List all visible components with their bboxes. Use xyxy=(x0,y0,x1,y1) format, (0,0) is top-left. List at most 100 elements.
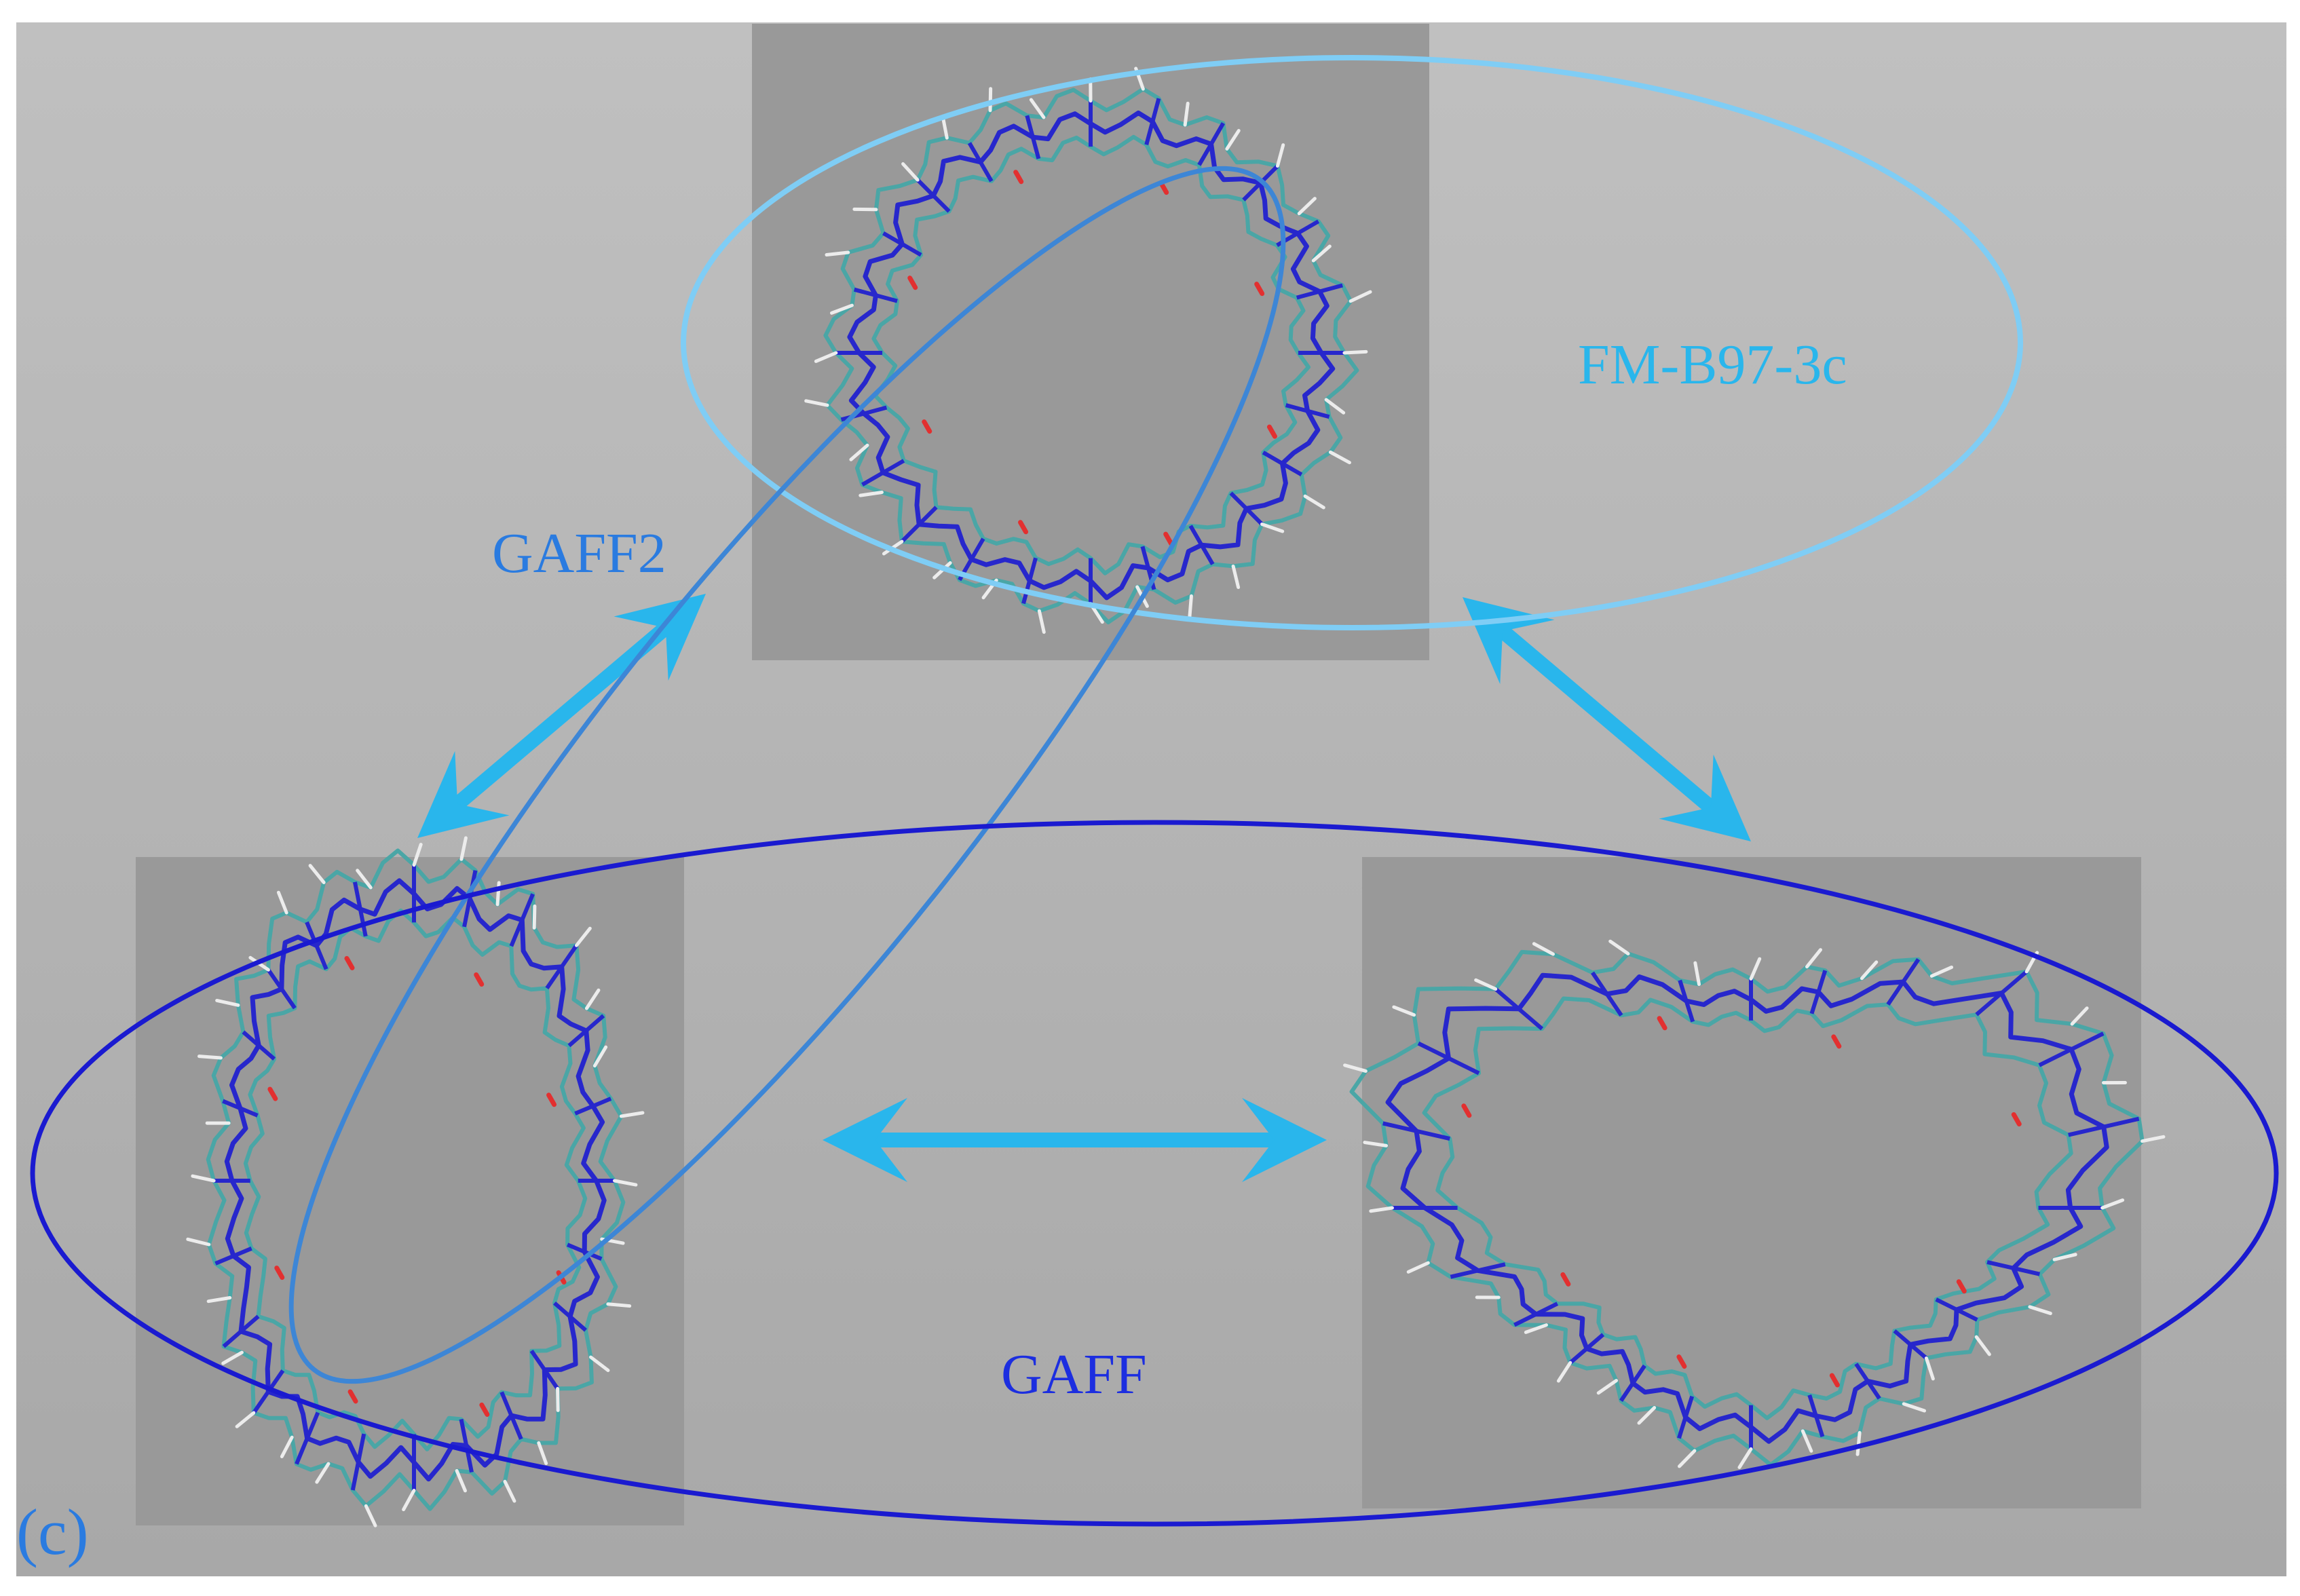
cross-bond xyxy=(1986,1260,2041,1276)
cross-bond xyxy=(1229,491,1264,526)
oxygen-atom xyxy=(344,955,355,970)
hydrogen-bond xyxy=(1805,948,1823,969)
hydrogen-bond xyxy=(2100,1198,2125,1210)
hydrogen-bond xyxy=(1260,522,1285,533)
oxygen-atom xyxy=(1461,1103,1472,1118)
hydrogen-bond xyxy=(495,881,501,907)
hydrogen-bond xyxy=(1349,290,1372,303)
arrow-bottom-left-to-bottom-right xyxy=(823,1098,1327,1182)
hydrogen-bond xyxy=(191,1174,216,1183)
hydrogen-bond xyxy=(1275,143,1285,168)
hydrogen-bond xyxy=(221,1350,244,1365)
oxygen-atom xyxy=(274,1266,285,1280)
hydrogen-bond xyxy=(1693,961,1701,987)
oxygen-atom xyxy=(479,1402,490,1417)
cross-bond xyxy=(1513,1302,1559,1327)
cross-bond xyxy=(214,1247,252,1266)
hydrogen-bond xyxy=(584,988,601,1010)
oxygen-atom xyxy=(267,1086,278,1101)
hydrogen-bond xyxy=(1596,1379,1619,1395)
hydrogen-bond xyxy=(606,1302,632,1308)
cross-bond xyxy=(459,1418,474,1473)
cross-bond xyxy=(252,1369,285,1414)
hydrogen-bond xyxy=(2028,1305,2052,1316)
hydrogen-bond xyxy=(1029,98,1046,119)
comparison-arrows xyxy=(417,594,1751,1182)
cross-bond xyxy=(1262,451,1303,477)
hydrogen-bond xyxy=(1974,1335,1991,1356)
oxygen-atom xyxy=(1956,1279,1967,1294)
hydrogen-bond xyxy=(197,1054,223,1060)
hydrogen-bond xyxy=(1556,1361,1572,1383)
hydrogen-bond xyxy=(613,1179,638,1187)
hydrogen-bond xyxy=(315,1462,331,1484)
cross-bond xyxy=(900,506,938,544)
cross-bond xyxy=(967,142,994,183)
cross-bond xyxy=(2068,1116,2140,1137)
hydrogen-bond xyxy=(592,1045,608,1068)
oxygen-atom xyxy=(1163,531,1174,546)
cross-bond xyxy=(499,1391,523,1440)
cross-bond xyxy=(1590,971,1623,1017)
hydrogen-bond xyxy=(2141,1135,2166,1143)
hydrogen-bond xyxy=(276,890,288,915)
hydrogen-bond xyxy=(2070,1006,2089,1026)
cross-bond xyxy=(1021,557,1038,605)
cross-bond xyxy=(1296,283,1343,300)
hydrogen-bond xyxy=(455,1468,467,1493)
cross-bond xyxy=(1025,115,1041,159)
fm-b97-3c-label: FM-B97-3c xyxy=(1578,333,1847,396)
gaff-label: GAFF xyxy=(1001,1343,1147,1406)
hydrogen-bond xyxy=(1608,939,1630,955)
hydrogen-bond xyxy=(1855,1430,1862,1456)
hydrogen-bond xyxy=(859,491,884,497)
hydrogen-bond xyxy=(1860,960,1879,981)
hydrogen-bond xyxy=(1183,101,1190,127)
cross-bond xyxy=(242,1030,276,1061)
hydrogen-bond xyxy=(849,443,869,461)
cross-bond xyxy=(295,1411,320,1465)
gaff2-label: GAFF2 xyxy=(492,522,666,585)
hydrogen-bond xyxy=(1392,1005,1416,1017)
cross-bond xyxy=(509,893,535,947)
hydrogen-bond xyxy=(1474,978,1498,991)
hydrogen-bond xyxy=(1369,1206,1394,1213)
oxygen-atom xyxy=(1829,1373,1840,1388)
cross-bond xyxy=(1144,98,1161,146)
hydrogen-bond xyxy=(1749,957,1762,981)
hydrogen-bond xyxy=(235,1411,256,1428)
hydrogen-bond xyxy=(1801,1429,1813,1453)
cross-bond xyxy=(1975,970,2029,1016)
cross-bond xyxy=(916,178,951,213)
cross-bond xyxy=(266,968,297,1010)
oxygen-atom xyxy=(1266,424,1277,439)
oxygen-atom xyxy=(1018,520,1029,535)
hydrogen-bond xyxy=(412,842,423,867)
oxygen-atom xyxy=(1254,282,1265,297)
hydrogen-bond xyxy=(589,1355,610,1372)
hydrogen-bond xyxy=(574,926,592,947)
molecule-bottom-left-structure xyxy=(186,836,645,1527)
hydrogen-bond xyxy=(1524,1323,1548,1334)
cross-bond xyxy=(222,1099,259,1118)
cross-bond xyxy=(567,1014,605,1048)
fm-b97-3c-ellipse xyxy=(681,55,2023,630)
oxygen-atom xyxy=(1676,1354,1687,1369)
cross-bond xyxy=(545,944,578,990)
hydrogen-bond xyxy=(941,115,949,140)
cross-bond xyxy=(1568,1333,1605,1365)
cross-bond xyxy=(553,1302,587,1332)
hydrogen-bond xyxy=(1637,1406,1657,1425)
cross-bond xyxy=(462,870,478,928)
cross-bond xyxy=(305,921,328,970)
cross-bond xyxy=(2038,1031,2105,1067)
hydrogen-bond xyxy=(901,162,920,182)
hydrogen-bond xyxy=(1902,1402,1927,1413)
gaff-ellipse xyxy=(30,820,2279,1527)
hydrogen-bond xyxy=(1225,129,1241,151)
cross-bond xyxy=(1197,122,1226,166)
hydrogen-bond xyxy=(1678,1449,1697,1468)
hydrogen-bond xyxy=(1311,244,1332,263)
structure-panel-bottom-left xyxy=(136,857,684,1525)
